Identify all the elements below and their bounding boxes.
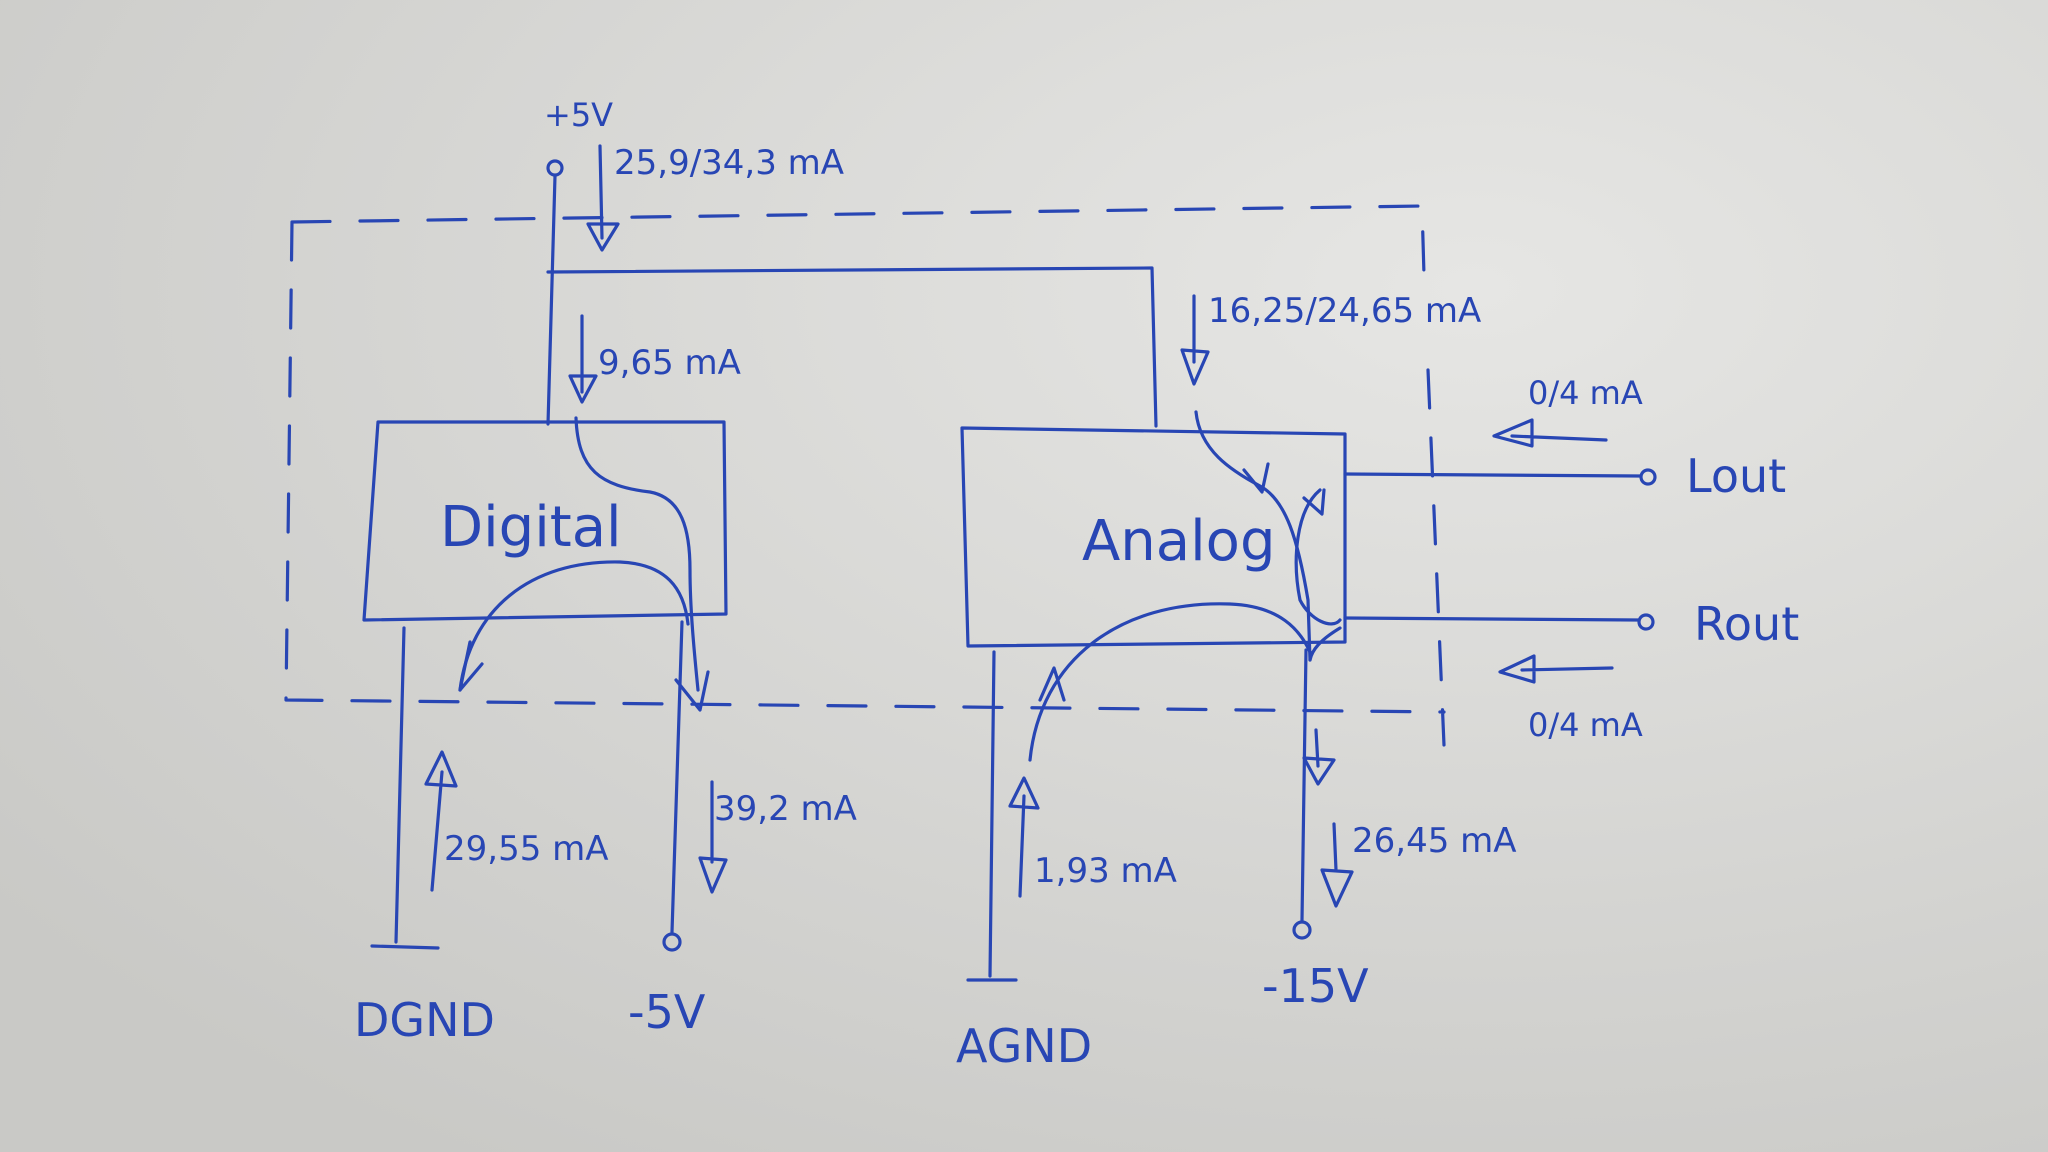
label-plus5: +5V	[544, 96, 613, 134]
digital-flow-arrow-2	[458, 640, 484, 692]
label-current-lout: 0/4 mA	[1528, 374, 1643, 412]
arrow-analog-in	[1180, 294, 1210, 386]
digital-flow-curve-1	[574, 416, 700, 692]
analog-flow-curve-4	[1308, 626, 1342, 662]
analog-flow-curve-2	[1028, 602, 1312, 762]
analog-flow-arrow-1	[1242, 462, 1270, 494]
arrow-plus5-total	[586, 144, 620, 252]
label-analog-block: Analog	[1082, 509, 1275, 574]
minus15-terminal	[1292, 920, 1312, 940]
label-digital-block: Digital	[440, 495, 622, 560]
analog-flow-arrow-2	[1038, 666, 1066, 702]
analog-flow-arrow-3	[1302, 488, 1326, 516]
label-minus15: -15V	[1262, 959, 1369, 1013]
arrow-digital-in	[568, 314, 598, 404]
analog-flow-curve-3	[1294, 488, 1342, 626]
minus5-wire	[670, 620, 684, 934]
lout-line	[1343, 472, 1642, 478]
rout-terminal	[1637, 613, 1655, 631]
label-lout: Lout	[1686, 449, 1786, 503]
rout-line	[1343, 616, 1640, 622]
dgnd-wire	[394, 626, 406, 944]
arrow-minus15	[1320, 822, 1354, 908]
label-current-analog-in: 16,25/24,65 mA	[1208, 291, 1481, 331]
label-current-rout: 0/4 mA	[1528, 706, 1643, 744]
digital-block	[362, 420, 728, 622]
label-current-dgnd: 29,55 mA	[444, 829, 609, 869]
label-rout: Rout	[1694, 597, 1799, 651]
minus5-terminal	[662, 932, 682, 952]
plus5-wire	[546, 174, 557, 426]
digital-flow-curve-2	[458, 560, 690, 692]
label-current-digital-in: 9,65 mA	[598, 343, 741, 383]
plus5-rail	[546, 266, 1158, 428]
dgnd-symbol	[370, 944, 440, 950]
label-current-minus15: 26,45 mA	[1352, 821, 1517, 861]
arrow-lout	[1492, 418, 1608, 448]
arrow-analog-out	[1302, 728, 1336, 786]
label-agnd: AGND	[956, 1019, 1092, 1073]
label-dgnd: DGND	[354, 993, 495, 1047]
arrow-agnd	[1008, 776, 1040, 898]
lout-terminal	[1639, 468, 1657, 486]
analog-flow-curve-1	[1194, 410, 1312, 662]
label-current-plus5-total: 25,9/34,3 mA	[614, 143, 844, 183]
label-current-minus5: 39,2 mA	[714, 789, 857, 829]
minus15-wire	[1300, 648, 1308, 922]
arrow-dgnd	[424, 750, 458, 892]
digital-flow-arrow-1	[674, 670, 710, 712]
analog-block	[960, 426, 1347, 648]
arrow-minus5	[698, 780, 728, 894]
arrow-rout	[1498, 654, 1614, 684]
label-current-agnd: 1,93 mA	[1034, 851, 1177, 891]
board-boundary-dashed	[284, 204, 1446, 747]
label-minus5: -5V	[628, 985, 706, 1039]
agnd-wire	[988, 650, 996, 978]
